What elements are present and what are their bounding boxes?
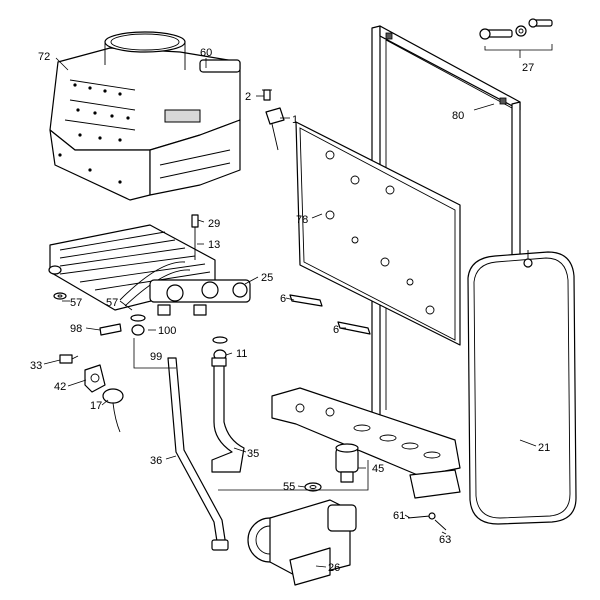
screw-part (262, 89, 272, 101)
callout-26: 26 (328, 562, 340, 574)
screw-61-part (407, 512, 436, 520)
callout-27: 27 (522, 62, 534, 74)
callout-60: 60 (200, 47, 212, 59)
callout-80: 80 (452, 110, 464, 122)
pipe-35-part (211, 357, 245, 473)
bolts-part (479, 18, 553, 40)
callout-45: 45 (372, 463, 384, 475)
callout-2: 2 (245, 91, 251, 103)
gas-valve-part (149, 279, 251, 316)
air-vent-part (335, 443, 359, 483)
pump-part (247, 499, 357, 586)
pressure-switch-part (265, 107, 285, 151)
callout-72: 72 (38, 51, 50, 63)
callout-29: 29 (208, 218, 220, 230)
thermistor-part (59, 354, 79, 364)
leader-lines (43, 44, 553, 568)
callout-6b: 6 (333, 324, 339, 336)
callout-57a: 57 (70, 297, 82, 309)
callout-57b: 57 (106, 297, 118, 309)
callout-13: 13 (208, 239, 220, 251)
callout-33: 33 (30, 360, 42, 372)
main-frame-part (371, 25, 521, 423)
callout-36: 36 (150, 455, 162, 467)
callouts: 72 60 2 1 27 80 29 13 78 25 57 57 6 6 98… (30, 47, 550, 574)
callout-6a: 6 (280, 293, 286, 305)
callout-25: 25 (261, 272, 273, 284)
callout-21: 21 (538, 442, 550, 454)
clip-part (84, 364, 106, 393)
sensor-part (102, 388, 124, 433)
bracket-part (289, 294, 371, 335)
cross-bracket-part (271, 387, 461, 499)
callout-61: 61 (393, 510, 405, 522)
callout-11: 11 (236, 348, 247, 360)
callout-55: 55 (283, 481, 295, 493)
callout-63: 63 (439, 534, 451, 546)
callout-42: 42 (54, 381, 66, 393)
callout-78: 78 (296, 214, 308, 226)
electrode-part (191, 214, 199, 260)
callout-100: 100 (158, 325, 176, 337)
callout-99: 99 (150, 351, 162, 363)
pipe-36-part (167, 357, 229, 551)
callout-35: 35 (247, 448, 259, 460)
callout-17: 17 (90, 400, 102, 412)
rod-63-part (434, 519, 447, 531)
callout-1: 1 (292, 114, 298, 126)
flue-hood-part (49, 31, 241, 201)
expansion-vessel-part (467, 250, 577, 525)
insulation-panel-part (295, 121, 461, 346)
callout-98: 98 (70, 323, 82, 335)
